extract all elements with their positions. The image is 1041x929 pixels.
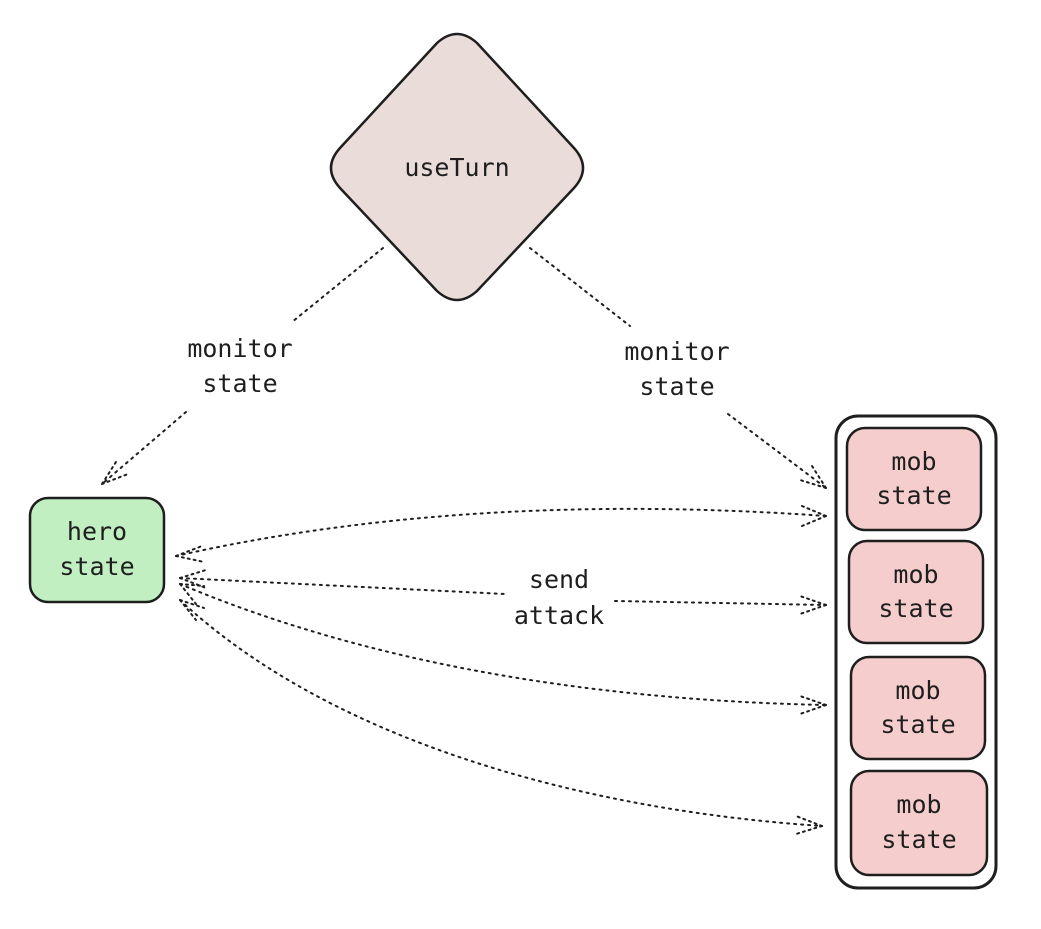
edge-label-monitor-right: monitor state — [624, 337, 729, 401]
use-turn-node: useTurn — [329, 32, 585, 302]
hero-state-label-line2: state — [59, 552, 134, 581]
mob-state-node: mob state — [845, 426, 983, 532]
mob-state-label-line2: state — [876, 481, 951, 510]
edge-label-line1: monitor — [187, 334, 292, 363]
mob-state-node: mob state — [847, 539, 985, 645]
mob-state-box — [845, 426, 983, 532]
mob-state-label-line1: mob — [891, 447, 936, 476]
mob-state-label-line1: mob — [893, 560, 938, 589]
mob-state-label-line1: mob — [895, 676, 940, 705]
hero-state-label-line1: hero — [67, 517, 127, 546]
mob-state-label-line2: state — [880, 710, 955, 739]
use-turn-label: useTurn — [404, 153, 509, 182]
edge-attack-mob-3 — [179, 583, 827, 715]
edge-attack-mob-2 — [179, 569, 827, 615]
mob-state-box — [849, 655, 987, 761]
mob-state-node: mob state — [849, 655, 987, 761]
edge-label-line2: attack — [514, 601, 604, 630]
edge-label-line1: send — [529, 565, 589, 594]
hero-state-node: hero state — [28, 496, 166, 604]
edge-label-monitor-left: monitor state — [187, 334, 292, 398]
edge-attack-mob-4 — [179, 599, 823, 835]
mob-state-label-line1: mob — [896, 790, 941, 819]
use-turn-diamond — [329, 32, 585, 302]
mob-state-box — [847, 539, 985, 645]
mob-state-node: mob state — [849, 769, 989, 877]
mob-state-label-line2: state — [881, 825, 956, 854]
edge-label-line2: state — [202, 369, 277, 398]
edge-label-line1: monitor — [624, 337, 729, 366]
edge-label-send-attack: send attack — [514, 565, 604, 630]
mob-state-label-line2: state — [878, 594, 953, 623]
hero-state-box — [28, 496, 166, 604]
edge-monitor-mobs — [529, 247, 827, 489]
mob-state-box — [849, 769, 989, 877]
edge-monitor-hero — [101, 247, 384, 485]
edge-attack-mob-1 — [175, 505, 827, 563]
edge-label-line2: state — [639, 372, 714, 401]
